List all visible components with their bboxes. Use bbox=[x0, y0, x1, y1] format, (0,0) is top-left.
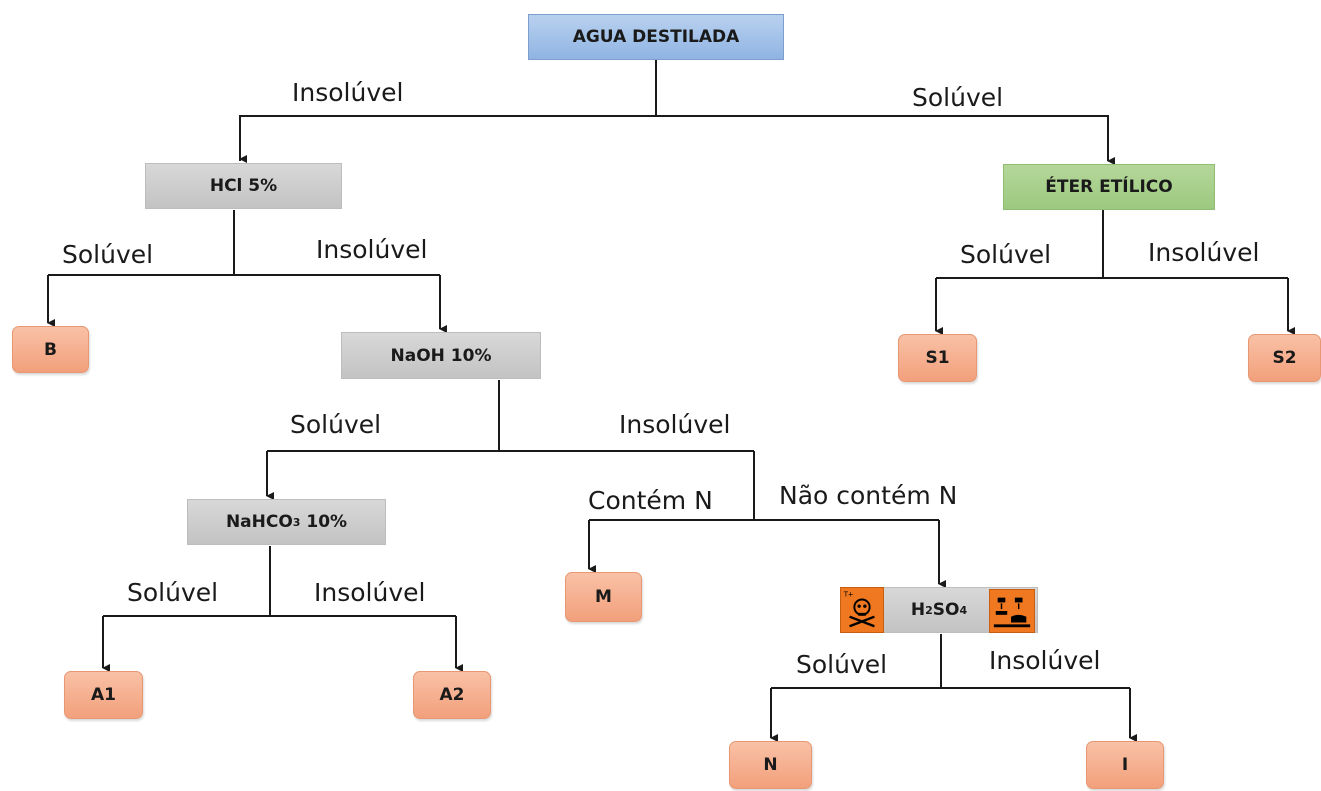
hcl-node: HCl 5% bbox=[145, 163, 342, 209]
h2so4-subscript-4: 4 bbox=[959, 603, 968, 617]
result-s1: S1 bbox=[898, 334, 977, 382]
nahco3-tail: 10% bbox=[300, 512, 348, 532]
label-nahco3-soluble: Solúvel bbox=[127, 578, 219, 607]
result-s2: S2 bbox=[1248, 334, 1321, 382]
label-naoh-soluble: Solúvel bbox=[290, 410, 382, 439]
result-b: B bbox=[12, 326, 89, 373]
naoh-node: NaOH 10% bbox=[341, 332, 541, 379]
root-node-distilled-water: AGUA DESTILADA bbox=[528, 14, 784, 60]
h2so4-h: H bbox=[910, 600, 926, 620]
result-m: M bbox=[565, 572, 642, 622]
label-ether-soluble: Solúvel bbox=[960, 240, 1052, 269]
h2so4-so: SO bbox=[932, 600, 960, 620]
result-a1: A1 bbox=[64, 671, 143, 719]
corrosive-icon bbox=[989, 589, 1035, 633]
label-no-n: Não contém N bbox=[779, 481, 958, 510]
label-h2so4-soluble: Solúvel bbox=[796, 650, 888, 679]
result-n: N bbox=[729, 741, 812, 789]
label-hcl-soluble: Solúvel bbox=[62, 240, 154, 269]
label-ether-insoluble: Insolúvel bbox=[1148, 238, 1260, 267]
label-nahco3-insoluble: Insolúvel bbox=[314, 578, 426, 607]
ether-node: ÉTER ETÍLICO bbox=[1003, 164, 1215, 210]
label-hcl-insoluble: Insolúvel bbox=[316, 235, 428, 264]
result-a2: A2 bbox=[413, 671, 491, 719]
label-root-soluble: Solúvel bbox=[912, 83, 1004, 112]
label-h2so4-insoluble: Insolúvel bbox=[989, 646, 1101, 675]
svg-text:T+: T+ bbox=[843, 591, 854, 599]
label-root-insoluble: Insolúvel bbox=[292, 78, 404, 107]
nahco3-main: NaHCO bbox=[225, 512, 293, 532]
result-i: I bbox=[1086, 741, 1164, 789]
label-contains-n: Contém N bbox=[588, 486, 713, 515]
h2so4-subscript-2: 2 bbox=[925, 603, 933, 617]
nahco3-subscript: 3 bbox=[292, 515, 301, 529]
toxic-skull-icon: T+ bbox=[840, 587, 884, 633]
label-naoh-insoluble: Insolúvel bbox=[619, 410, 731, 439]
